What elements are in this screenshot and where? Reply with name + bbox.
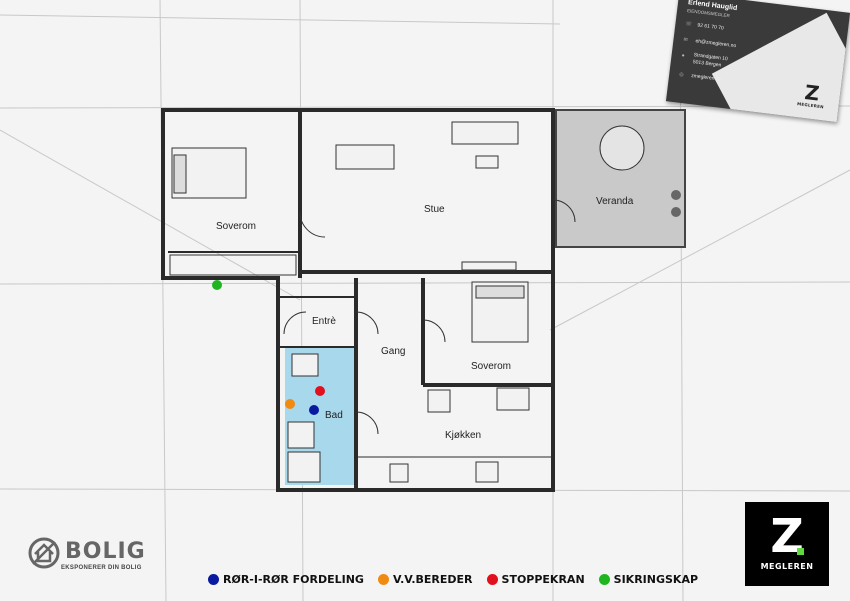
- bolig-logo: BOLIG EKSPONERER DIN BOLIG: [27, 536, 177, 576]
- room-label-stue: Stue: [424, 204, 445, 215]
- zmegleren-letter: Z: [745, 510, 829, 562]
- legend-dot-stoppekran: [486, 574, 498, 585]
- legend-dot-ror: [208, 574, 219, 585]
- web-icon: ◎: [678, 71, 684, 79]
- location-icon: ●: [681, 52, 685, 60]
- room-label-gang: Gang: [381, 346, 405, 357]
- legend-dot-sikringskap: [598, 574, 610, 585]
- room-label-soverom-2: Soverom: [471, 361, 511, 372]
- card-wedge: [711, 12, 850, 123]
- legend-label-ror: RØR-I-RØR FORDELING: [223, 573, 364, 586]
- zmegleren-text: MEGLEREN: [760, 562, 814, 571]
- marker-vv-bereder: [285, 399, 295, 409]
- card-logo: Z MEGLEREN: [796, 80, 827, 112]
- bolig-tagline: EKSPONERER DIN BOLIG: [61, 565, 142, 571]
- card-email: eh@zmegleren.no: [695, 38, 737, 50]
- legend-item-stoppekran: STOPPEKRAN: [486, 573, 585, 586]
- furniture: [169, 121, 530, 483]
- phone-icon: ☏: [685, 20, 693, 28]
- legend-label-sikringskap: SIKRINGSKAP: [613, 573, 699, 586]
- legend-label-bereder: V.V.BEREDER: [392, 573, 473, 586]
- legend-label-stoppekran: STOPPEKRAN: [501, 573, 585, 586]
- card-phone: 92 61 70 70: [697, 22, 724, 32]
- room-label-bad: Bad: [325, 410, 343, 421]
- legend-item-ror: RØR-I-RØR FORDELING: [208, 573, 364, 586]
- marker-stoppekran: [315, 386, 325, 396]
- legend: RØR-I-RØR FORDELING V.V.BEREDER STOPPEKR…: [208, 573, 698, 586]
- room-label-soverom-1: Soverom: [216, 221, 256, 232]
- bolig-word: BOLIG: [65, 539, 146, 564]
- legend-item-bereder: V.V.BEREDER: [377, 573, 473, 586]
- veranda-table: [599, 125, 645, 171]
- business-card: Erlend Hauglid EIENDOMSMEGLER ☏ 92 61 70…: [665, 0, 850, 123]
- walls: [161, 108, 555, 492]
- bolig-house-icon: [28, 537, 60, 569]
- room-label-entre: Entrè: [312, 316, 336, 327]
- zmegleren-logo: Z MEGLEREN: [745, 502, 829, 586]
- email-icon: ✉: [683, 36, 689, 44]
- legend-item-sikringskap: SIKRINGSKAP: [598, 573, 699, 586]
- room-label-veranda: Veranda: [596, 196, 634, 207]
- legend-dot-bereder: [377, 574, 389, 585]
- room-label-kjokken: Kjøkken: [445, 430, 481, 441]
- marker-ror-i-ror: [309, 405, 319, 415]
- marker-sikringskap: [212, 280, 222, 290]
- plants: [671, 190, 681, 217]
- doors: [283, 199, 576, 435]
